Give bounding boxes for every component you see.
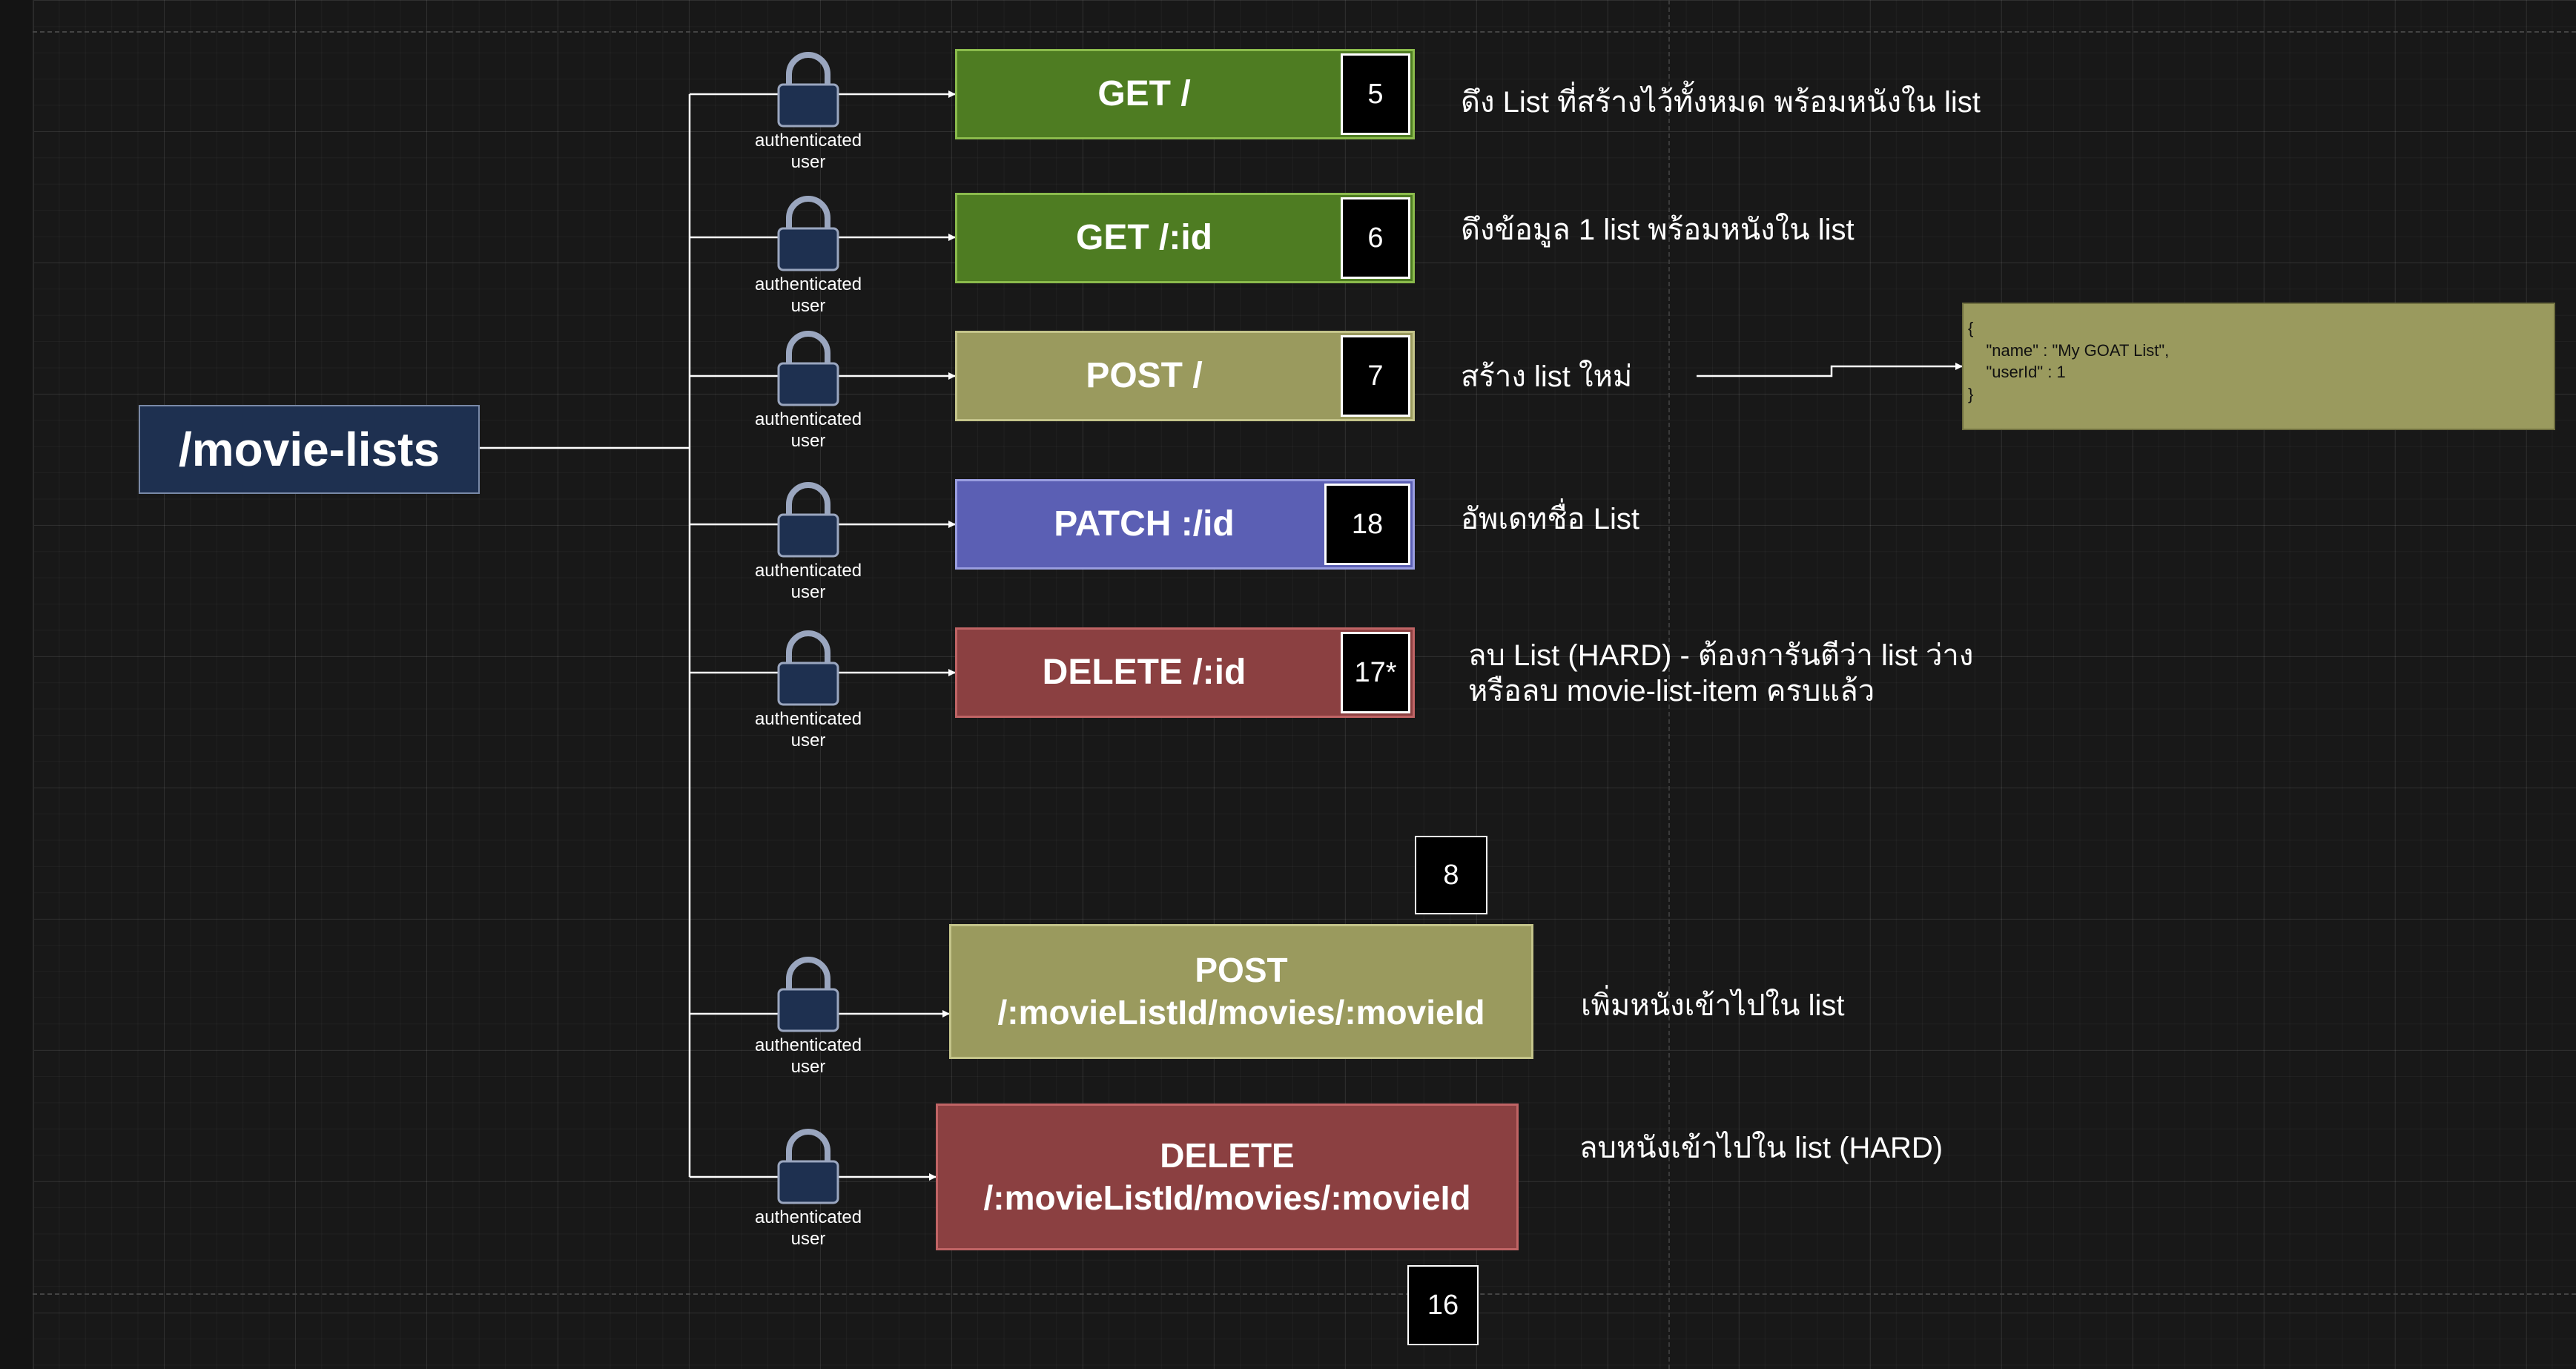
endpoint-description: ลบหนังเข้าไปใน list (HARD)	[1579, 1132, 1943, 1164]
lock-icon	[777, 1129, 839, 1204]
endpoint-get-id: GET /:id	[955, 193, 1415, 283]
endpoint-get-root: GET /	[955, 49, 1415, 139]
endpoint-label: POST /:movieListId/movies/:movieId	[997, 950, 1485, 1032]
lock-node: authenticated user	[755, 191, 862, 317]
lock-caption: authenticated user	[754, 274, 862, 316]
endpoint-post-root: POST /	[955, 331, 1415, 421]
endpoint-description: สร้าง list ใหม่	[1461, 360, 1633, 393]
endpoint-number-badge: 6	[1341, 197, 1410, 279]
lock-icon	[777, 957, 839, 1032]
lock-icon	[777, 331, 839, 406]
endpoint-number-badge: 8	[1415, 836, 1487, 914]
endpoint-label: PATCH :/id	[1054, 504, 1235, 544]
lock-caption: authenticated user	[754, 561, 862, 602]
guide-line-top	[33, 31, 2576, 33]
endpoint-number-badge: 17*	[1341, 632, 1410, 713]
lock-node: authenticated user	[755, 952, 862, 1078]
endpoint-label: DELETE /:movieListId/movies/:movieId	[983, 1135, 1471, 1218]
canvas-left-rail	[0, 0, 34, 1369]
lock-caption: authenticated user	[754, 409, 862, 451]
lock-node: authenticated user	[755, 326, 862, 452]
endpoint-description-line-1: ลบ List (HARD) - ต้องการันตีว่า list ว่า…	[1468, 639, 1974, 672]
lock-icon	[777, 482, 839, 558]
lock-node: authenticated user	[755, 478, 862, 604]
endpoint-number-badge: 16	[1407, 1265, 1479, 1345]
post-body-connector	[1697, 363, 1963, 377]
endpoint-description-line-2: หรือลบ movie-list-item ครบแล้ว	[1468, 675, 1875, 707]
endpoint-label: POST /	[1086, 356, 1203, 395]
lock-icon	[777, 196, 839, 271]
lock-caption: authenticated user	[754, 131, 862, 172]
lock-icon	[777, 630, 839, 706]
endpoint-delete-movie: DELETE /:movieListId/movies/:movieId	[936, 1104, 1519, 1250]
lock-node: authenticated user	[755, 1124, 862, 1250]
endpoint-delete-id: DELETE /:id	[955, 627, 1415, 718]
endpoint-description: ดึงข้อมูล 1 list พร้อมหนังใน list	[1461, 214, 1855, 246]
lock-icon	[777, 52, 839, 128]
endpoint-description: ดึง List ที่สร้างไว้ทั้งหมด พร้อมหนังใน …	[1461, 86, 1981, 119]
endpoint-number-badge: 18	[1324, 484, 1410, 565]
endpoint-label: GET /:id	[1076, 218, 1212, 257]
lock-caption: authenticated user	[754, 1207, 862, 1249]
endpoint-description: เพิ่มหนังเข้าไปใน list	[1581, 989, 1845, 1022]
endpoint-description: อัพเดทชื่อ List	[1461, 503, 1639, 535]
endpoint-number-badge: 5	[1341, 53, 1410, 135]
guide-line-bottom	[33, 1293, 2576, 1295]
endpoint-number-badge: 7	[1341, 335, 1410, 417]
post-body-example: { "name" : "My GOAT List", "userId" : 1 …	[1962, 303, 2555, 430]
lock-caption: authenticated user	[754, 709, 862, 751]
movie-lists-root-node: /movie-lists	[139, 405, 480, 494]
lock-node: authenticated user	[755, 47, 862, 174]
endpoint-post-movie: POST /:movieListId/movies/:movieId	[949, 924, 1533, 1059]
lock-node: authenticated user	[755, 626, 862, 752]
endpoint-label: DELETE /:id	[1042, 653, 1246, 692]
guide-line-vertical	[1668, 0, 1670, 1369]
endpoint-label: GET /	[1097, 74, 1191, 113]
lock-caption: authenticated user	[754, 1035, 862, 1077]
